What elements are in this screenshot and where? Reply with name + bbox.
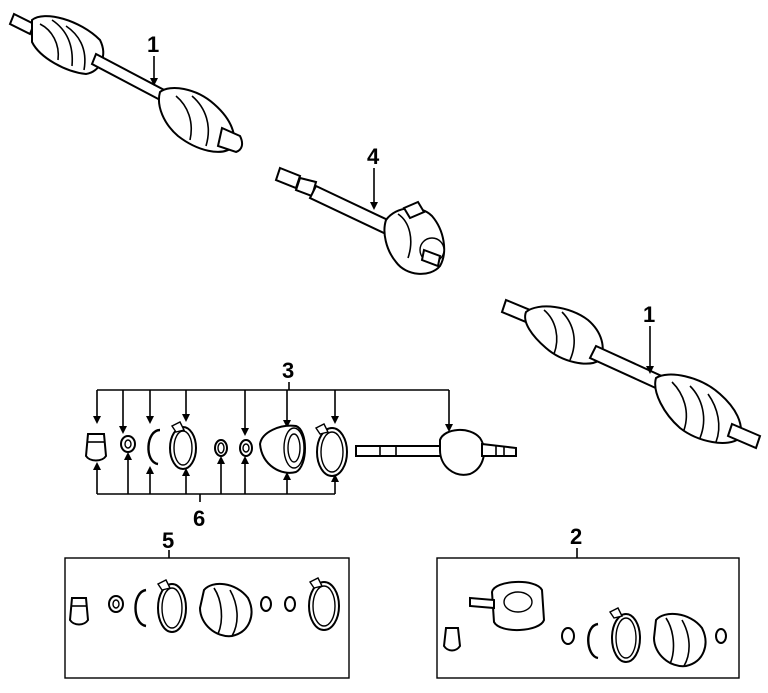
kit-parts-2 [442, 580, 727, 668]
bracket-3-drops [93, 390, 453, 436]
callout-1-right: 1 [643, 302, 655, 327]
callout-6: 6 [193, 506, 205, 531]
kit-parts-5 [68, 577, 340, 638]
callout-1-top: 1 [147, 32, 159, 57]
kit-box-2 [436, 557, 740, 679]
kit-box-5 [64, 557, 350, 679]
callout-2: 2 [570, 524, 582, 549]
callout-5: 5 [162, 528, 174, 553]
bracket-6-rises [93, 452, 339, 494]
axle-assembly-top-left [8, 12, 244, 154]
kit-parts-center [84, 421, 517, 477]
callout-3: 3 [282, 358, 294, 383]
intermediate-shaft [274, 166, 446, 275]
callout-4: 4 [367, 144, 380, 169]
axle-assembly-right [500, 298, 762, 450]
